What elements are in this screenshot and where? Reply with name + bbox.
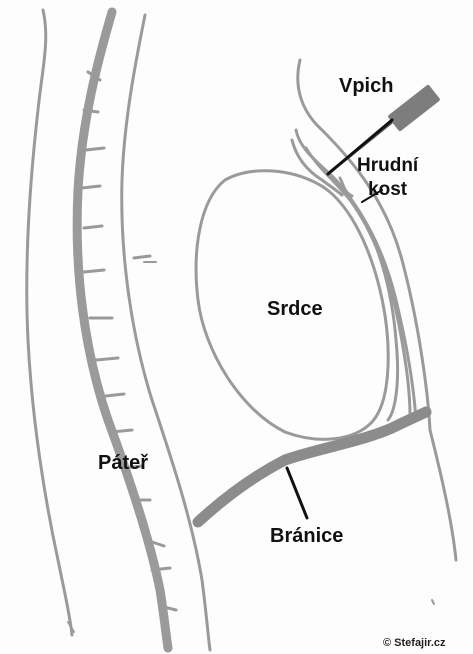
label-diaphragm: Bránice <box>270 525 343 548</box>
back-contour <box>27 10 72 635</box>
label-sternum: Hrudní kost <box>357 154 418 202</box>
label-sternum-text: Hrudní kost <box>357 155 418 200</box>
spine-inner-line <box>122 15 210 650</box>
diaphragm-pointer-line <box>287 468 307 518</box>
stray-mark-3 <box>432 600 434 604</box>
spine-column <box>77 12 168 648</box>
label-injection: Vpich <box>339 75 393 98</box>
vertebrae-marks <box>82 72 176 610</box>
diaphragm <box>198 412 426 522</box>
copyright-text: © Stefajir.cz <box>383 637 446 649</box>
label-spine: Páteř <box>98 452 148 475</box>
label-heart: Srdce <box>267 298 323 321</box>
